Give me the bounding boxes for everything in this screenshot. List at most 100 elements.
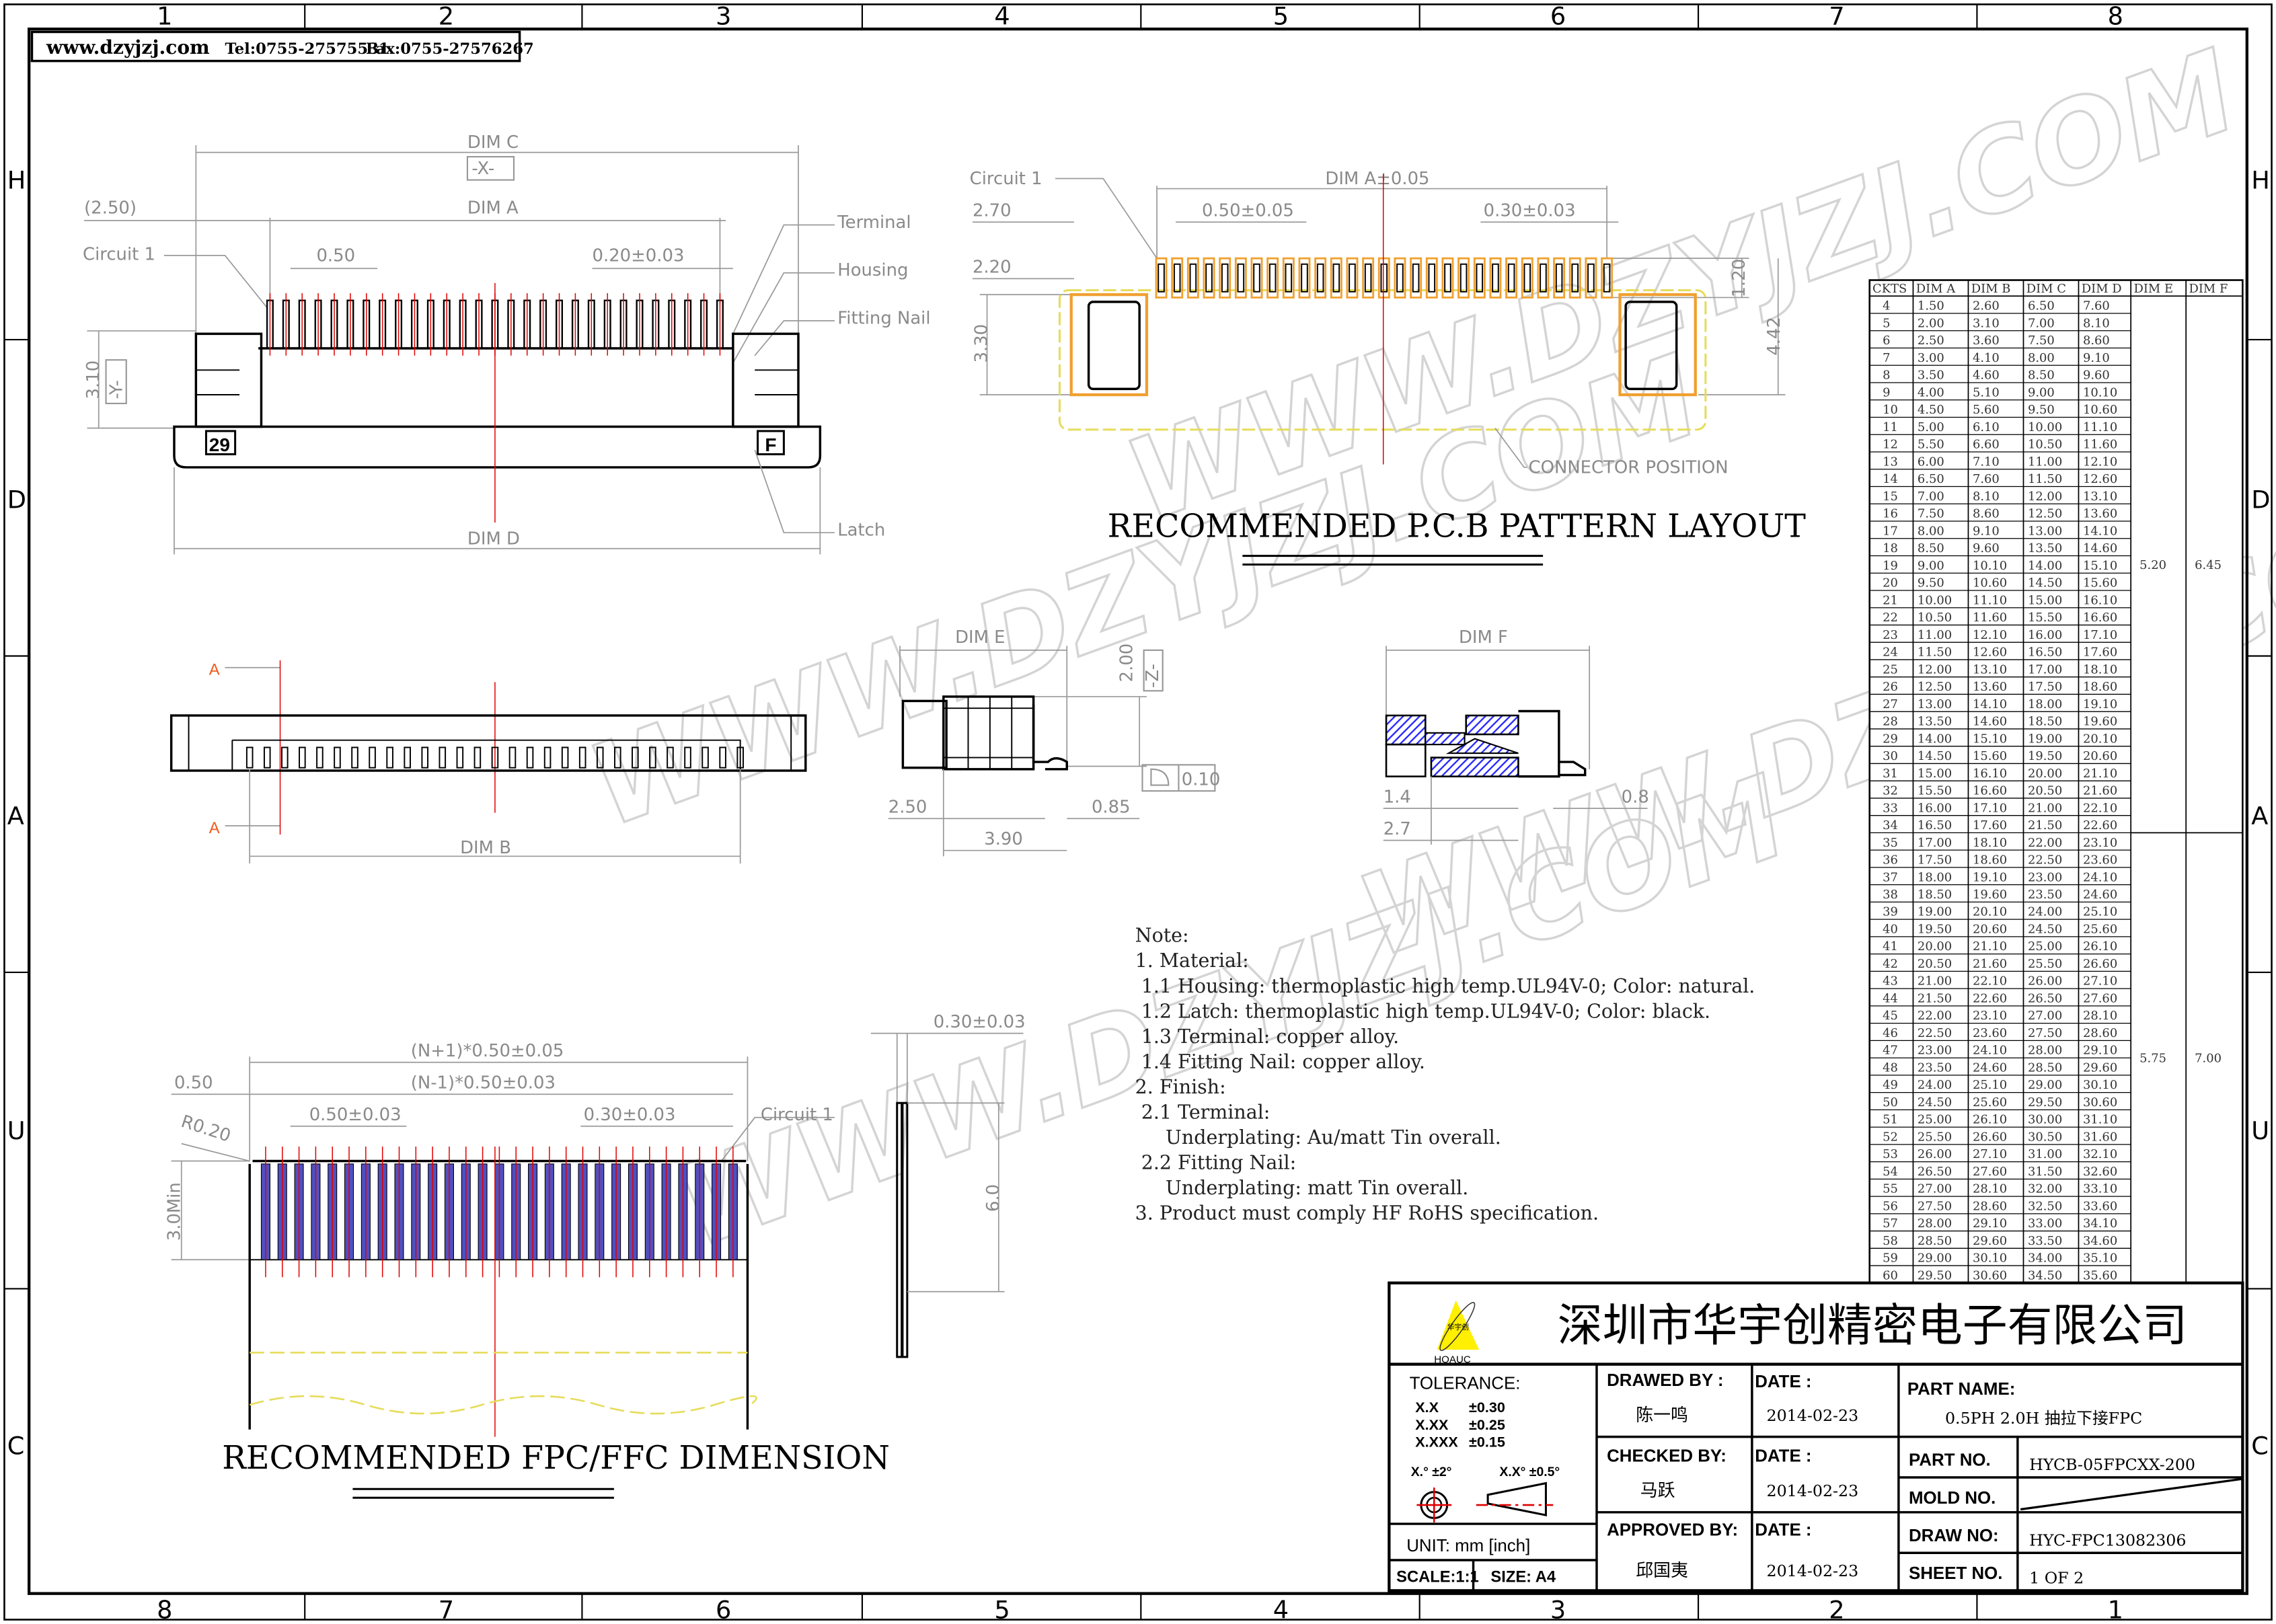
table-cell: 19.00 bbox=[1918, 905, 1952, 919]
table-cell: 24.50 bbox=[1918, 1095, 1952, 1110]
table-cell: 6.50 bbox=[2028, 299, 2055, 313]
drawed-date: 2014-02-23 bbox=[1766, 1406, 1858, 1425]
table-cell: 8.50 bbox=[2028, 369, 2055, 383]
table-cell: 17.60 bbox=[2083, 646, 2117, 660]
table-cell: 24.00 bbox=[2028, 905, 2062, 919]
table-cell: 7.60 bbox=[1973, 472, 2000, 486]
table-cell: 21.50 bbox=[1918, 991, 1952, 1005]
circuit1-label: Circuit 1 bbox=[83, 244, 155, 264]
table-cell: 1.50 bbox=[1918, 299, 1944, 313]
notes-block: Note:1. Material: 1.1 Housing: thermopla… bbox=[1135, 925, 1755, 1225]
pcb-pad bbox=[1250, 257, 1263, 299]
table-cell: 17.10 bbox=[1973, 801, 2007, 815]
zone-label-bottom: 7 bbox=[439, 1595, 454, 1624]
table-cell: 26.50 bbox=[1918, 1165, 1952, 1179]
table-cell: 12.60 bbox=[1973, 646, 2007, 660]
table-cell: 7 bbox=[1883, 351, 1890, 365]
drawed-by-name: 陈一鸣 bbox=[1636, 1405, 1688, 1425]
pcb-pad-width: 0.30±0.03 bbox=[1484, 201, 1576, 221]
table-cell: 20.60 bbox=[1973, 922, 2007, 936]
tel-number: Tel:0755-27575531 bbox=[225, 40, 389, 58]
side-pin bbox=[684, 746, 691, 769]
table-cell: 14.10 bbox=[1973, 697, 2007, 711]
table-cell: 7.50 bbox=[2028, 334, 2055, 348]
table-cell: 15.50 bbox=[1918, 784, 1952, 798]
pcb-pad bbox=[1568, 257, 1581, 299]
projection-symbol bbox=[1416, 1481, 1554, 1522]
table-cell: 12.50 bbox=[2028, 507, 2062, 521]
side-pin bbox=[245, 746, 254, 769]
width-dim: 0.20±0.03 bbox=[593, 245, 685, 266]
table-cell: 34.60 bbox=[2083, 1234, 2117, 1248]
side-pin bbox=[334, 746, 341, 769]
side-pin bbox=[369, 746, 376, 769]
pcb-pad bbox=[1553, 257, 1566, 299]
table-cell: 30.00 bbox=[2028, 1113, 2062, 1127]
dim-c-label: DIM C bbox=[467, 132, 519, 153]
watermark-text: WWW.DZYJZJ.COM bbox=[574, 330, 1716, 853]
table-cell: 18 bbox=[1883, 541, 1898, 555]
table-cell: 17.50 bbox=[2028, 680, 2062, 694]
table-cell: 19.00 bbox=[2028, 732, 2062, 746]
table-cell: 24.60 bbox=[2083, 888, 2117, 902]
fpc-length: 6.0 bbox=[983, 1184, 1003, 1212]
fpc-dimension-title: RECOMMENDED FPC/FFC DIMENSION bbox=[222, 1440, 890, 1477]
zone-label-right: H bbox=[2251, 166, 2270, 195]
table-cell: 12.10 bbox=[1973, 628, 2007, 642]
zone-label-right: D bbox=[2251, 485, 2270, 514]
pcb-pad-inner bbox=[1444, 263, 1451, 293]
table-cell: 42 bbox=[1883, 957, 1898, 971]
height-dim: 3.10 bbox=[83, 360, 104, 399]
pcb-layout-title: RECOMMENDED P.C.B PATTERN LAYOUT bbox=[1108, 508, 1807, 545]
zone-label-bottom: 3 bbox=[1550, 1595, 1566, 1624]
side-pin bbox=[316, 746, 324, 769]
dim-f-value: 6.45 bbox=[2195, 558, 2222, 572]
contact-header: www.dzyjzj.com Tel:0755-27575531 Fax:075… bbox=[30, 30, 534, 63]
pcb-pad-inner bbox=[1301, 263, 1308, 293]
table-cell: 28.60 bbox=[2083, 1026, 2117, 1040]
table-cell: 15.60 bbox=[1973, 749, 2007, 763]
approved-by-name: 邱国夷 bbox=[1636, 1561, 1688, 1580]
logo-cn-text: 华宇创 bbox=[1447, 1323, 1469, 1331]
company-name: 深圳市华宇创精密电子有限公司 bbox=[1558, 1301, 2187, 1351]
table-cell: 22.60 bbox=[2083, 818, 2117, 833]
zone-label-bottom: 8 bbox=[157, 1595, 172, 1624]
table-cell: 35 bbox=[1883, 836, 1898, 850]
table-cell: 20.00 bbox=[2028, 767, 2062, 781]
pcb-pad bbox=[1330, 257, 1342, 299]
table-cell: 19 bbox=[1883, 559, 1898, 573]
pcb-pad bbox=[1234, 257, 1247, 299]
pcb-pad bbox=[1585, 257, 1597, 299]
pcb-4-42: 4.42 bbox=[1764, 317, 1784, 356]
table-cell: 16.00 bbox=[2028, 628, 2062, 642]
table-cell: 14.60 bbox=[2083, 541, 2117, 555]
table-cell: 30 bbox=[1883, 749, 1898, 763]
website-link[interactable]: www.dzyjzj.com bbox=[46, 36, 210, 59]
table-cell: 27.60 bbox=[1973, 1165, 2007, 1179]
table-cell: 16.60 bbox=[2083, 611, 2117, 625]
pcb-pad-inner bbox=[1523, 263, 1531, 293]
table-cell: 19.60 bbox=[1973, 888, 2007, 902]
table-cell: 18.50 bbox=[2028, 715, 2062, 729]
pcb-pad bbox=[1441, 257, 1454, 299]
pcb-pad bbox=[1505, 257, 1518, 299]
table-cell: 27 bbox=[1883, 697, 1898, 711]
table-cell: 28.00 bbox=[1918, 1216, 1952, 1231]
title-block: 华宇创 HOAUC 深圳市华宇创精密电子有限公司 TOLERANCE: X.X±… bbox=[1388, 1281, 2244, 1592]
table-cell: 3.60 bbox=[1973, 334, 2000, 348]
table-cell: 27.60 bbox=[2083, 991, 2117, 1005]
table-cell: 21.60 bbox=[2083, 784, 2117, 798]
side-pin bbox=[281, 746, 289, 769]
table-cell: 30.10 bbox=[2083, 1078, 2117, 1092]
pcb-pad bbox=[1394, 257, 1406, 299]
table-cell: 4.00 bbox=[1918, 385, 1944, 399]
table-cell: 21.00 bbox=[1918, 974, 1952, 989]
